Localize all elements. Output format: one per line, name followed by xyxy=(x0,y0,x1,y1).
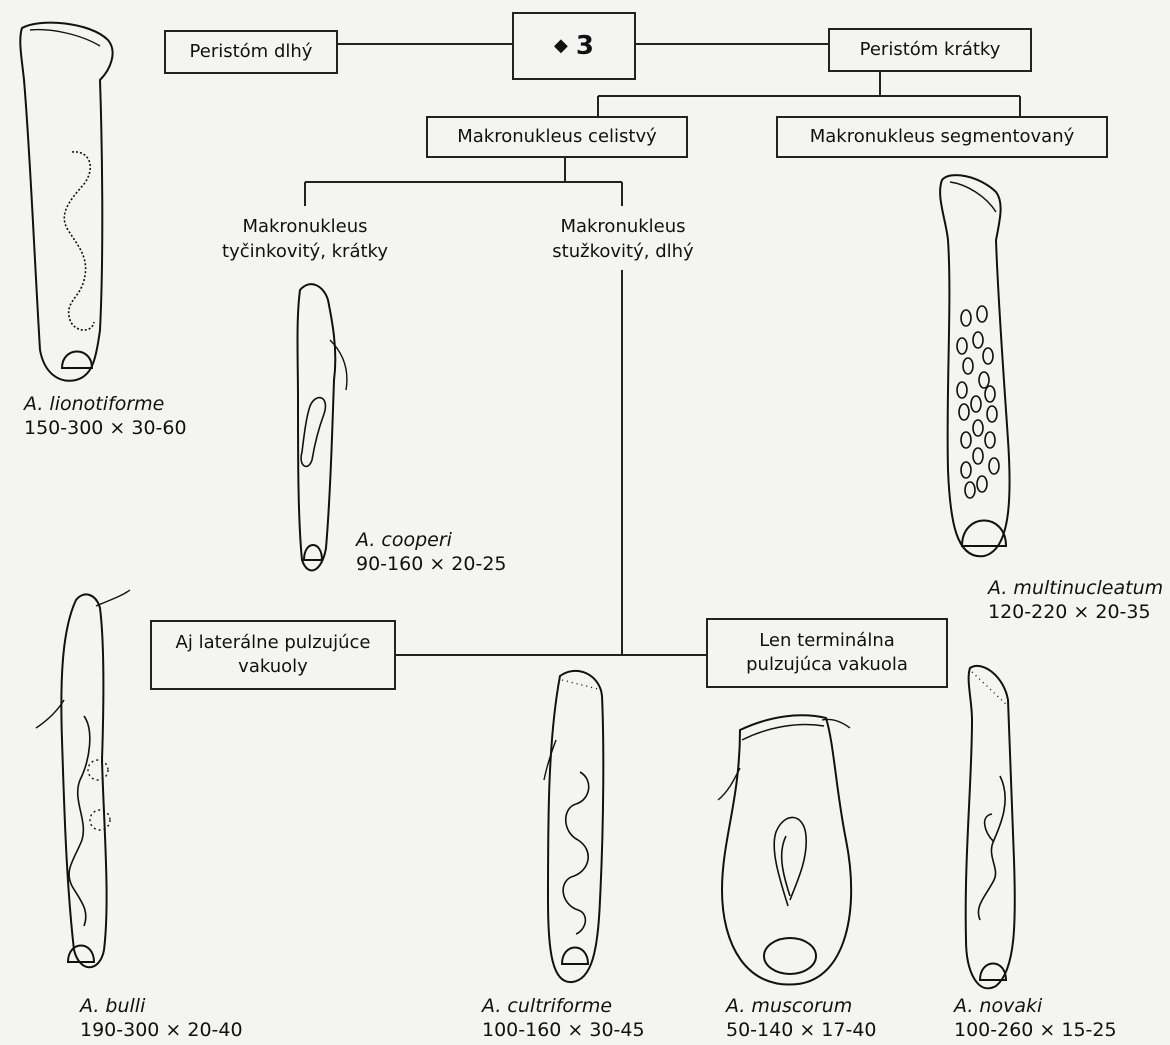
label-tycinkovity: Makronukleus tyčinkovitý, krátky xyxy=(210,214,400,264)
species-lionotiforme: A. lionotiforme 150-300 × 30-60 xyxy=(24,392,187,440)
cell-cooperi xyxy=(298,284,347,570)
node-makronukleus-celistvy: Makronukleus celistvý xyxy=(426,116,688,158)
label-stuzkovity: Makronukleus stužkovitý, dlhý xyxy=(528,214,718,264)
cell-cultriforme xyxy=(544,671,603,982)
species-bulli: A. bulli 190-300 × 20-40 xyxy=(80,994,243,1042)
node-label: Makronukleus segmentovaný xyxy=(810,125,1075,149)
label-line: Makronukleus xyxy=(560,216,685,237)
node-lateralne-vakuoly: Aj laterálne pulzujúce vakuoly xyxy=(150,620,396,690)
species-name: A. cultriforme xyxy=(482,994,645,1018)
species-cultriforme: A. cultriforme 100-160 × 30-45 xyxy=(482,994,645,1042)
species-name: A. muscorum xyxy=(726,994,877,1018)
label-line: Makronukleus xyxy=(242,216,367,237)
species-size: 150-300 × 30-60 xyxy=(24,416,187,440)
node-label-line: pulzujúca vakuola xyxy=(746,654,908,675)
species-novaki: A. novaki 100-260 × 15-25 xyxy=(954,994,1117,1042)
label-line: stužkovitý, dlhý xyxy=(552,241,693,262)
root-node: ◆ 3 xyxy=(512,12,636,80)
cell-novaki xyxy=(966,666,1015,988)
species-size: 90-160 × 20-25 xyxy=(356,552,507,576)
cell-bulli xyxy=(36,590,130,967)
node-peristom-kratky: Peristóm krátky xyxy=(828,28,1032,72)
species-multinucleatum: A. multinucleatum 120-220 × 20-35 xyxy=(988,576,1163,624)
species-size: 100-260 × 15-25 xyxy=(954,1018,1117,1042)
species-size: 120-220 × 20-35 xyxy=(988,600,1163,624)
cell-muscorum xyxy=(718,715,851,984)
node-label-line: Aj laterálne pulzujúce xyxy=(176,632,371,653)
node-terminalna-vakuola: Len terminálna pulzujúca vakuola xyxy=(706,618,948,688)
species-name: A. novaki xyxy=(954,994,1117,1018)
node-label: Peristóm krátky xyxy=(860,38,1001,62)
species-name: A. bulli xyxy=(80,994,243,1018)
species-name: A. multinucleatum xyxy=(988,576,1163,600)
node-label-line: Len terminálna xyxy=(759,630,895,651)
node-label: Peristóm dlhý xyxy=(190,40,313,64)
cell-multinucleatum xyxy=(940,175,1009,556)
species-size: 190-300 × 20-40 xyxy=(80,1018,243,1042)
node-makronukleus-segmentovany: Makronukleus segmentovaný xyxy=(776,116,1108,158)
node-label-line: vakuoly xyxy=(238,656,308,677)
cell-lionotiforme xyxy=(20,23,112,381)
species-name: A. lionotiforme xyxy=(24,392,187,416)
species-size: 100-160 × 30-45 xyxy=(482,1018,645,1042)
species-muscorum: A. muscorum 50-140 × 17-40 xyxy=(726,994,877,1042)
label-line: tyčinkovitý, krátky xyxy=(222,241,388,262)
species-name: A. cooperi xyxy=(356,528,507,552)
node-label: Aj laterálne pulzujúce vakuoly xyxy=(176,631,371,679)
node-label: Makronukleus celistvý xyxy=(457,125,657,149)
node-label: Len terminálna pulzujúca vakuola xyxy=(746,629,908,677)
diamond-icon: ◆ xyxy=(554,34,568,58)
species-size: 50-140 × 17-40 xyxy=(726,1018,877,1042)
node-peristom-dlhy: Peristóm dlhý xyxy=(164,30,338,74)
root-number: 3 xyxy=(576,34,594,58)
species-cooperi: A. cooperi 90-160 × 20-25 xyxy=(356,528,507,576)
